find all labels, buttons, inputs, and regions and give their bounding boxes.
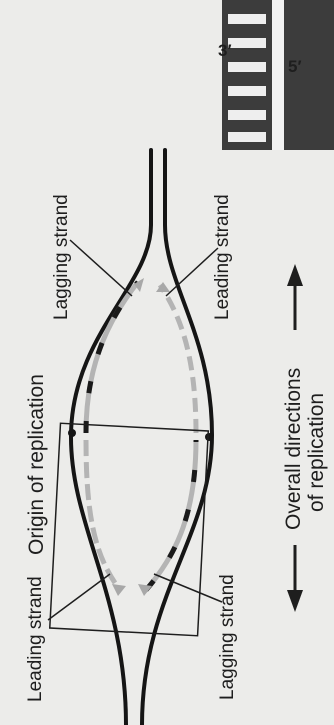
parent-strand-right <box>142 150 212 725</box>
origin-dot-left <box>68 429 76 437</box>
label-lagging-strand-top: Lagging strand <box>51 194 72 320</box>
label-overall-directions: Overall directions <box>282 368 305 530</box>
label-leading-strand-bottom: Leading strand <box>25 576 46 702</box>
inset-label-3prime: 3′ <box>218 41 232 60</box>
pointer-lagging-top <box>70 240 132 296</box>
lagging-strand-bottom-left <box>86 440 120 590</box>
arrowhead-top-right <box>156 282 170 292</box>
inset-rung <box>228 132 266 142</box>
arrowhead-bottom-right <box>138 584 152 596</box>
direction-arrow-down-head <box>287 590 303 612</box>
inset-rung <box>228 62 266 72</box>
strand-arrowheads <box>112 278 170 596</box>
arrowhead-top-left <box>134 278 144 292</box>
pointer-leading-bottom <box>48 574 110 620</box>
direction-arrow-up-head <box>287 264 303 286</box>
inset-strand <box>272 0 284 150</box>
inset-rung <box>228 86 266 96</box>
label-lagging-strand-bottom: Lagging strand <box>217 574 238 700</box>
okazaki-fragments-top-left <box>86 282 138 433</box>
label-origin-of-replication: Origin of replication <box>25 374 48 555</box>
strand-inset: 3′ 5′ <box>218 0 334 150</box>
arrowhead-bottom-left <box>112 584 126 596</box>
parent-strand-left <box>71 150 151 725</box>
leading-strand-top-left <box>86 282 138 433</box>
inset-rung <box>228 110 266 120</box>
label-leading-strand-top: Leading strand <box>212 194 233 320</box>
inset-label-5prime: 5′ <box>288 57 302 76</box>
lagging-strand-top-right <box>160 285 196 433</box>
label-of-replication: of replication <box>305 393 328 512</box>
inset-rung <box>228 14 266 24</box>
inset-rung <box>228 38 266 48</box>
okazaki-fragments-bottom-right <box>146 440 196 590</box>
origin-dot-right <box>205 433 213 441</box>
parent-strands <box>71 150 212 725</box>
